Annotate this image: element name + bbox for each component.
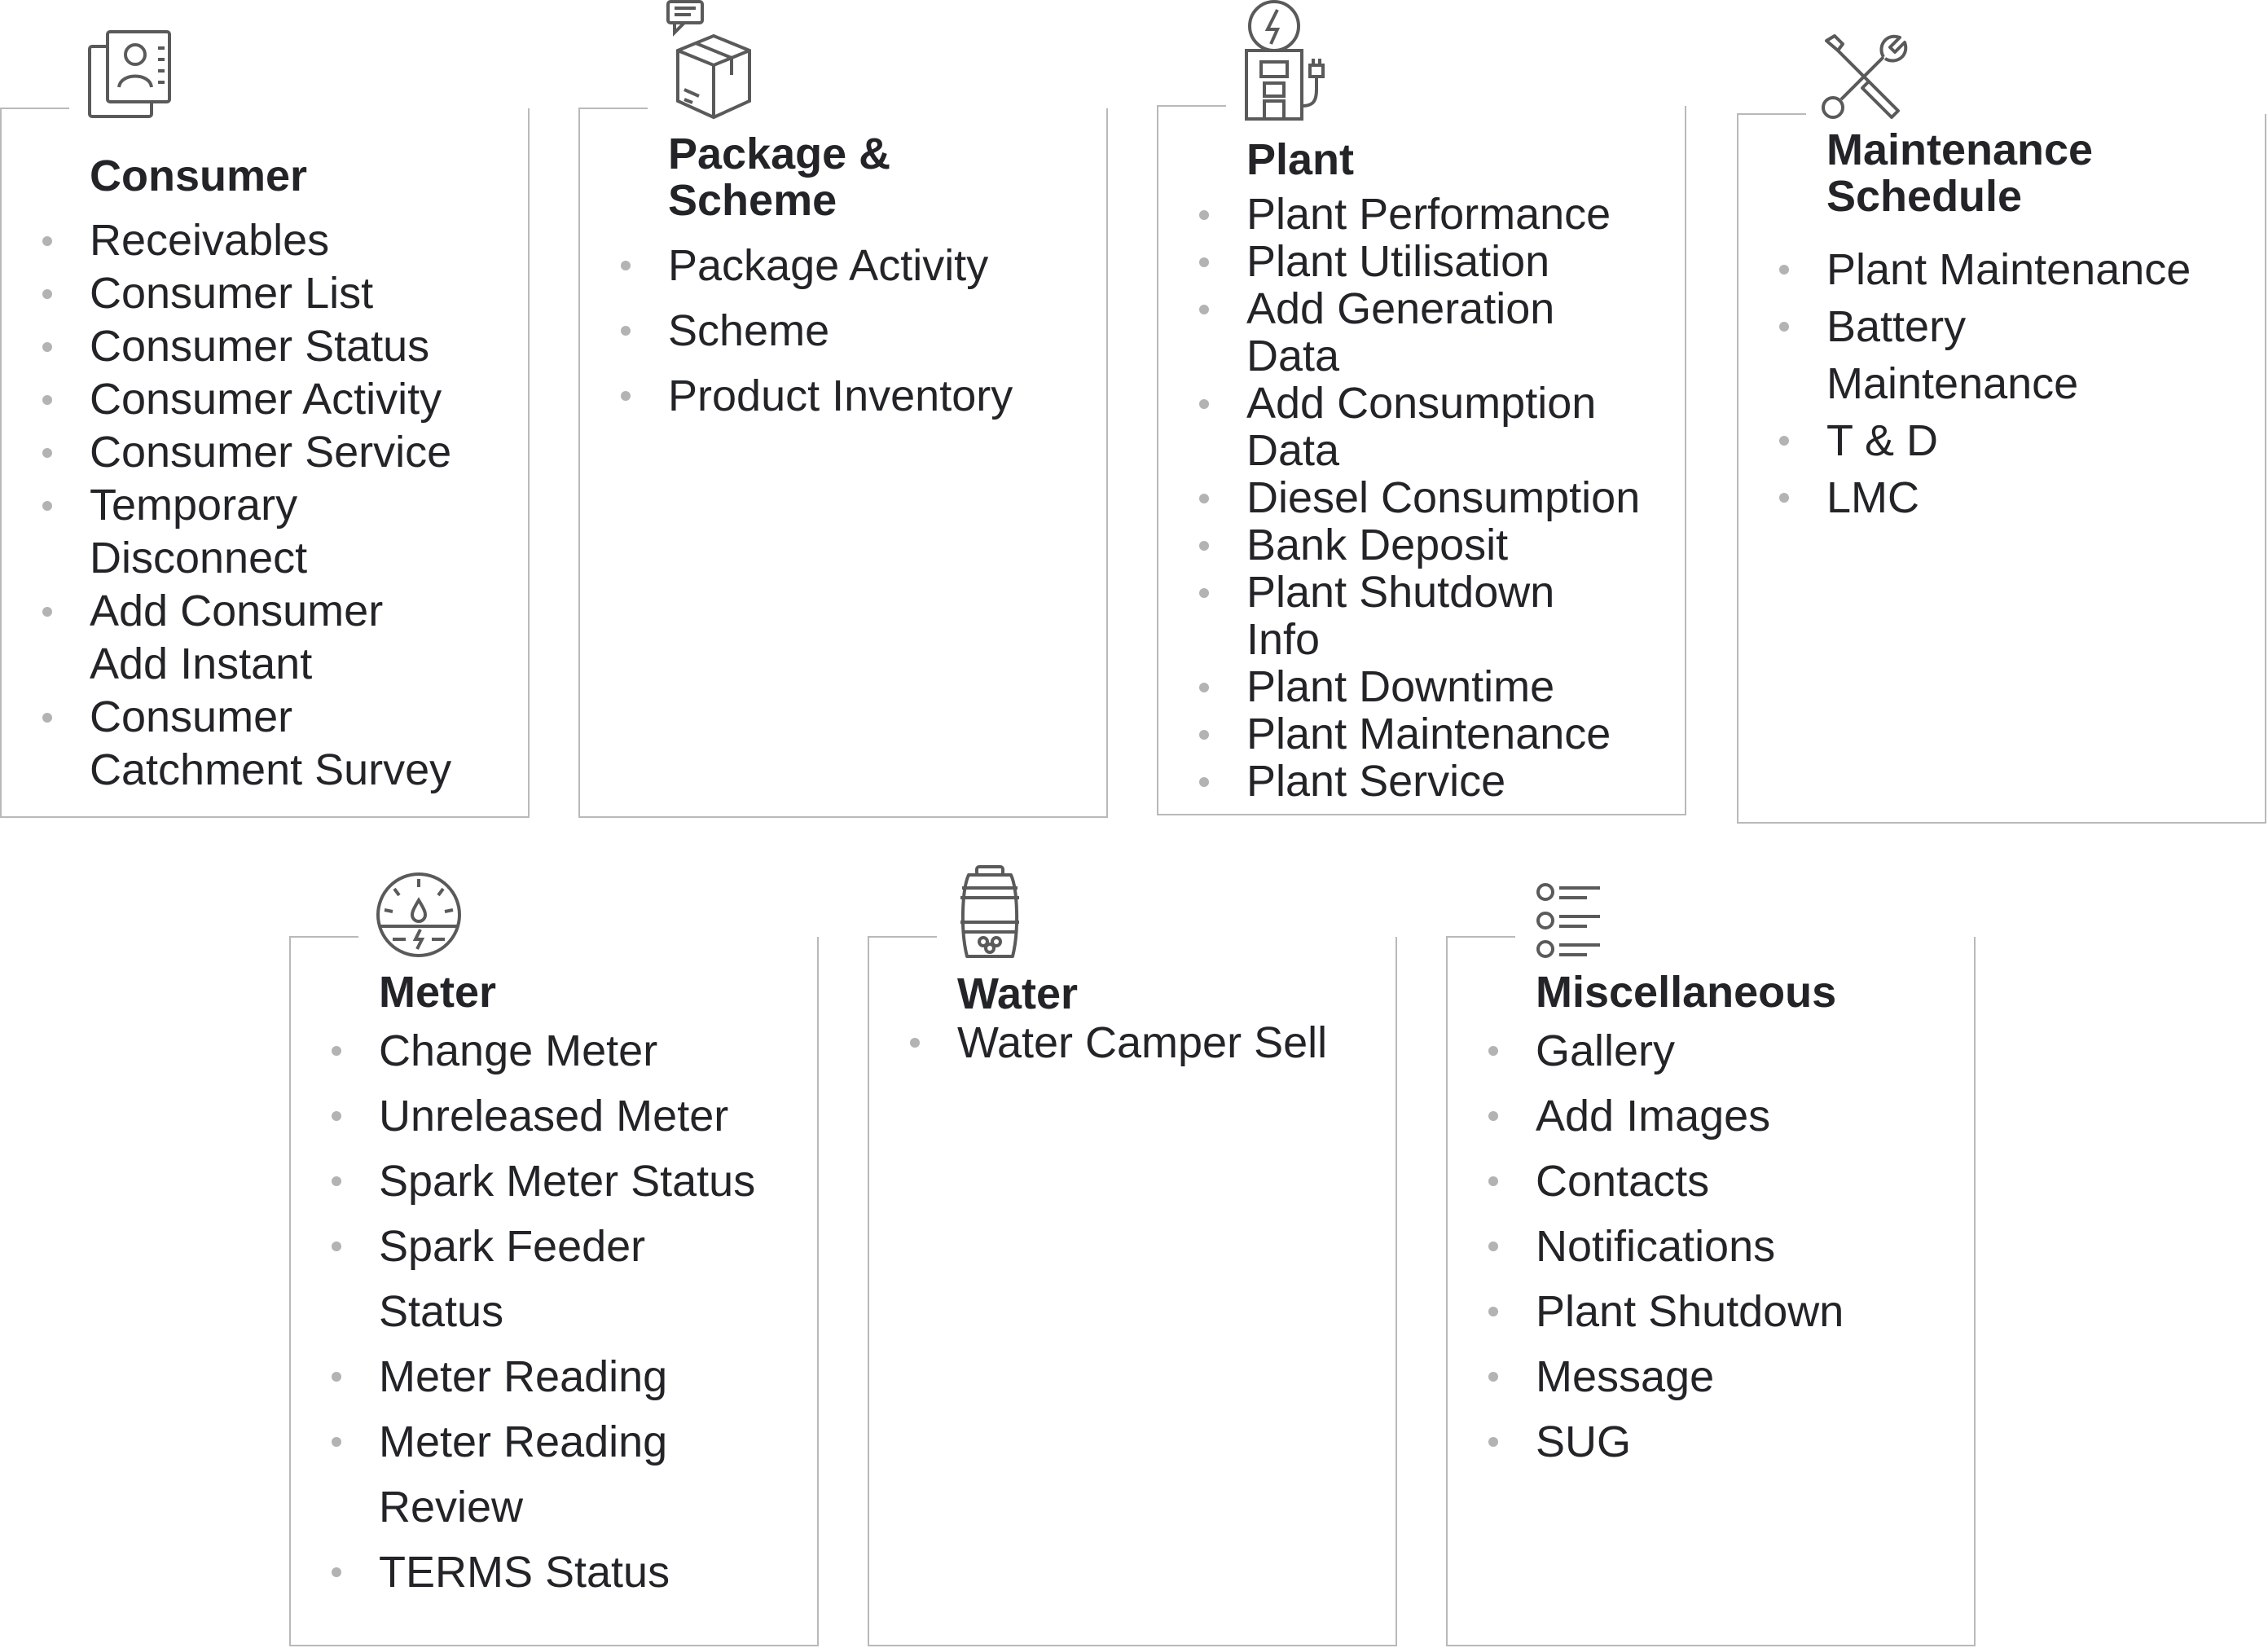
list-item[interactable]: Temporary Disconnect	[42, 479, 358, 585]
list-item[interactable]: Add Consumer Add Instant	[42, 585, 432, 691]
list-item[interactable]: Receivables	[42, 214, 481, 267]
list-item[interactable]: Contacts	[1488, 1149, 1844, 1214]
contact-card-icon	[88, 30, 173, 118]
list-item[interactable]: Unreleased Meter	[331, 1083, 755, 1149]
list-item[interactable]: Water Camper Sell	[909, 1014, 1327, 1071]
list-item[interactable]: Scheme	[620, 298, 1013, 363]
list-item[interactable]: Plant Shutdown	[1488, 1279, 1844, 1344]
list-item[interactable]: Message	[1488, 1344, 1844, 1409]
card-frame	[0, 108, 530, 818]
tools-icon	[1820, 33, 1910, 119]
list-icon	[1536, 883, 1602, 960]
list-item[interactable]: Plant Maintenance	[1198, 710, 1640, 758]
card-title: Maintenance Schedule	[1826, 125, 2094, 221]
list-item[interactable]: TERMS Status	[331, 1540, 755, 1605]
card-title: Package & Scheme	[668, 130, 891, 225]
list-item[interactable]: Notifications	[1488, 1214, 1844, 1279]
list-item[interactable]: Battery Maintenance	[1779, 298, 2152, 412]
card-title: Miscellaneous	[1536, 968, 1837, 1017]
list-item[interactable]: SUG	[1488, 1409, 1844, 1474]
list-item[interactable]: Plant Performance	[1198, 191, 1640, 238]
list-item[interactable]: Package Activity	[620, 233, 1013, 298]
list-item[interactable]: Add Images	[1488, 1083, 1844, 1149]
list-item[interactable]: Add Consumption Data	[1199, 380, 1629, 474]
package-box-icon	[666, 0, 756, 121]
list-item[interactable]: Add Generation Data	[1199, 285, 1629, 380]
water-barrel-icon	[956, 865, 1024, 960]
card-title: Meter	[379, 968, 497, 1017]
list-item[interactable]: Consumer Catchment Survey	[42, 691, 481, 797]
card-title: Plant	[1246, 135, 1355, 184]
list-item[interactable]: Spark Meter Status	[331, 1149, 755, 1214]
list-item[interactable]: Change Meter	[331, 1018, 755, 1083]
list-item[interactable]: Spark Feeder Status	[332, 1214, 672, 1344]
card-title: Water	[957, 969, 1079, 1018]
card-frame	[868, 936, 1397, 1646]
list-item[interactable]: Plant Shutdown Info	[1199, 569, 1629, 663]
list-item[interactable]: Consumer List	[42, 267, 481, 320]
card-frame	[1157, 105, 1686, 815]
item-list: Water Camper Sell	[909, 1014, 1327, 1071]
package-scheme-card: Package & Scheme Package Activity Scheme…	[578, 0, 1108, 818]
card-frame	[1446, 936, 1976, 1646]
list-item[interactable]: Meter Reading	[331, 1344, 755, 1409]
item-list: Change Meter Unreleased Meter Spark Mete…	[331, 1018, 755, 1605]
list-item[interactable]: Plant Downtime	[1198, 663, 1640, 710]
list-item[interactable]: Consumer Service	[42, 426, 481, 479]
miscellaneous-card: Miscellaneous Gallery Add Images Contact…	[1446, 883, 1976, 1646]
item-list: Package Activity Scheme Product Inventor…	[620, 233, 1013, 428]
list-item[interactable]: LMC	[1778, 469, 2191, 526]
water-card: Water Water Camper Sell	[868, 865, 1397, 1646]
card-frame	[289, 936, 819, 1646]
list-item[interactable]: Meter Reading Review	[332, 1409, 705, 1540]
list-item[interactable]: T & D	[1778, 412, 2191, 469]
consumer-card: Consumer Receivables Consumer List Consu…	[0, 30, 530, 818]
item-list: Receivables Consumer List Consumer Statu…	[42, 214, 481, 797]
item-list: Gallery Add Images Contacts Notification…	[1488, 1018, 1844, 1474]
list-item[interactable]: Gallery	[1488, 1018, 1844, 1083]
list-item[interactable]: Consumer Activity	[42, 373, 481, 426]
charging-station-icon	[1243, 0, 1334, 122]
card-frame	[1737, 113, 2266, 824]
list-item[interactable]: Plant Utilisation	[1198, 238, 1640, 285]
meter-card: Meter Change Meter Unreleased Meter Spar…	[289, 872, 819, 1646]
list-item[interactable]: Product Inventory	[620, 363, 1013, 428]
item-list: Plant Performance Plant Utilisation Add …	[1198, 191, 1641, 805]
list-item[interactable]: Consumer Status	[42, 320, 481, 373]
plant-card: Plant Plant Performance Plant Utilisatio…	[1157, 0, 1686, 815]
card-frame	[578, 108, 1108, 818]
card-title: Consumer	[90, 152, 308, 200]
meter-gauge-icon	[376, 872, 461, 957]
list-item[interactable]: Bank Deposit	[1198, 521, 1640, 569]
item-list: Plant Maintenance Battery Maintenance T …	[1778, 241, 2191, 526]
maintenance-schedule-card: Maintenance Schedule Plant Maintenance B…	[1737, 34, 2266, 824]
list-item[interactable]: Diesel Consumption	[1198, 473, 1641, 522]
list-item[interactable]: Plant Service	[1198, 758, 1640, 805]
list-item[interactable]: Plant Maintenance	[1778, 241, 2191, 298]
